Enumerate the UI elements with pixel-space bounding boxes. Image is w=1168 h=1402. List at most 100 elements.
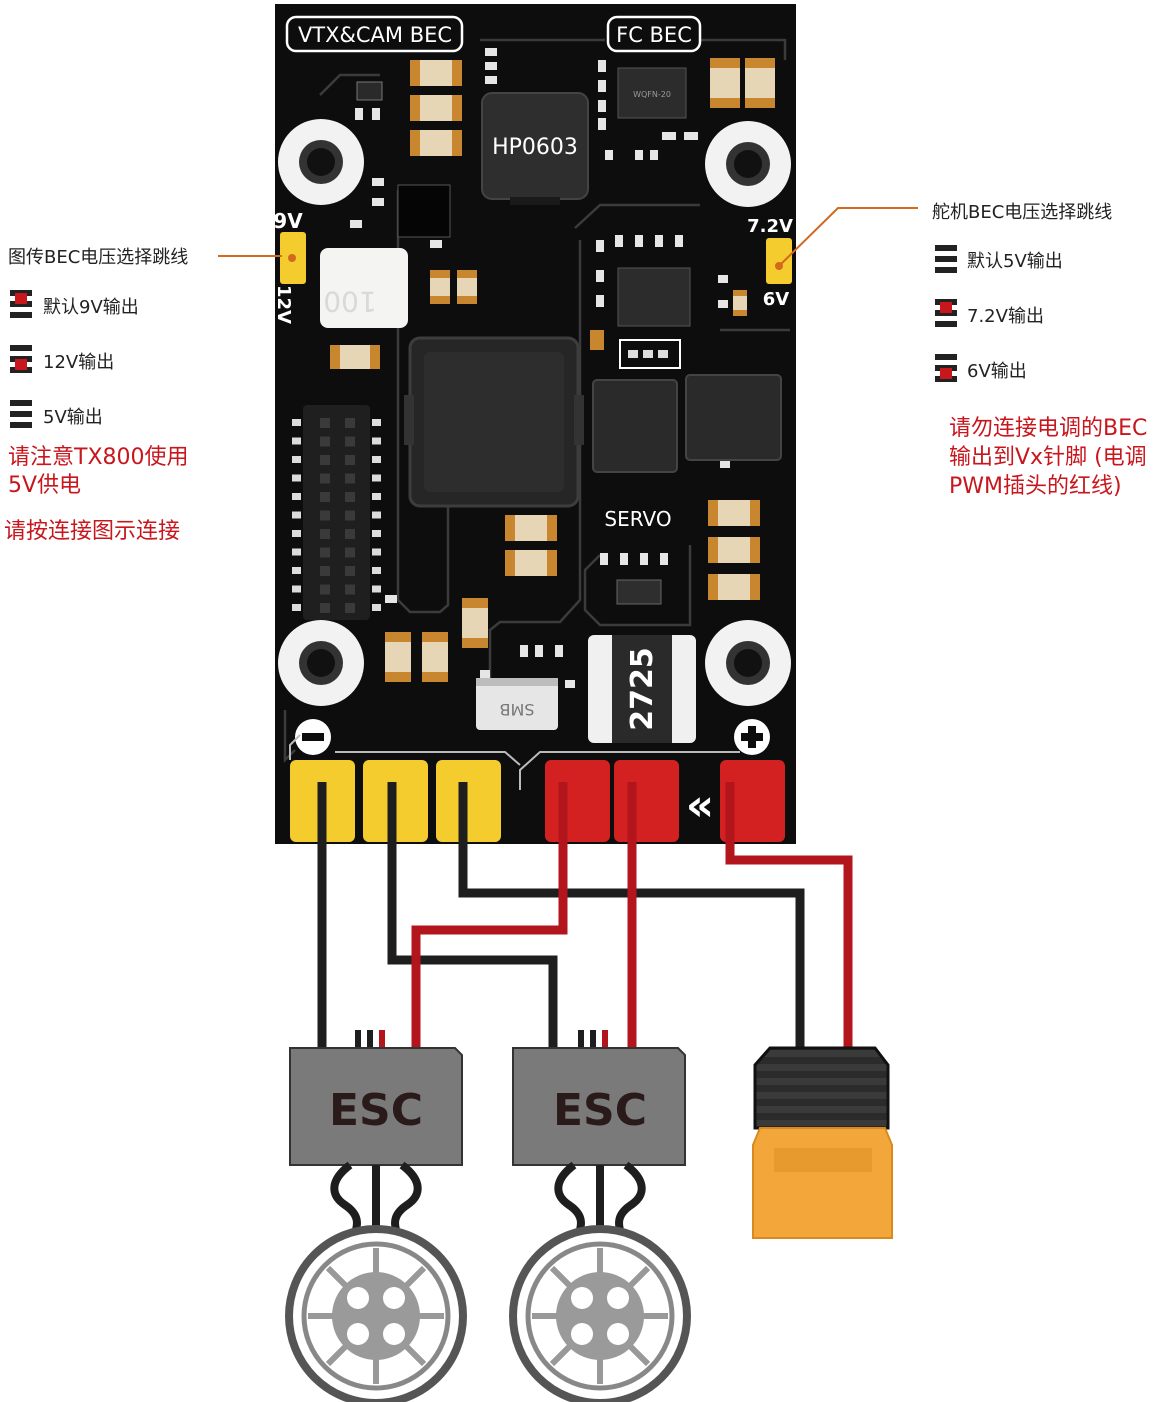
header-pad: [292, 474, 301, 482]
header-pin: [345, 529, 355, 539]
resistors: [350, 48, 730, 688]
header-pin: [320, 418, 330, 428]
diode-label: SMB: [500, 700, 535, 719]
hp0603-inductor: HP0603: [481, 92, 589, 205]
motor-2: [509, 1225, 691, 1402]
mosfet-2: [685, 374, 782, 461]
mounting-hole-tl: [278, 119, 364, 205]
right-note-3: PWM插头的红线): [949, 474, 1122, 499]
esc-2: ESC: [512, 1047, 686, 1166]
header-pad: [372, 474, 381, 482]
header-pin: [320, 436, 330, 447]
header-pad: [372, 530, 381, 537]
wire-ends: [317, 782, 735, 845]
wire-pos-1: [411, 790, 568, 1050]
servo-jumper-pad: 7.2V 6V: [747, 216, 793, 310]
header-pin: [345, 473, 355, 484]
smb-diode: SMB: [476, 678, 558, 730]
wire-neg-2: [387, 790, 558, 1050]
header-pad: [372, 511, 381, 519]
header-pad: [292, 511, 301, 519]
header-pin: [345, 584, 355, 595]
left-note-3: 请按连接图示连接: [4, 519, 181, 544]
wqfn-chip: WQFN-20: [617, 67, 687, 119]
esc-2-label: ESC: [553, 1085, 647, 1136]
header-pin: [345, 418, 355, 428]
right-leader-line: [778, 207, 918, 267]
jumper-top-bridged-icon: [935, 299, 957, 327]
header-pin: [320, 566, 330, 576]
header-pad: [372, 493, 381, 500]
esc-1: ESC: [289, 1047, 463, 1166]
header-pad: [292, 456, 301, 463]
left-legend-title: 图传BEC电压选择跳线: [8, 247, 189, 268]
pad-6v-label: 6V: [763, 289, 790, 310]
mounting-hole-br: [705, 620, 791, 706]
header-pad: [372, 419, 381, 426]
jumper-bottom-bridged-icon: [935, 354, 957, 382]
mosfet-1: [592, 379, 678, 473]
header-pin: [320, 455, 330, 465]
header-pin: [345, 492, 355, 502]
header-pin: [320, 473, 330, 484]
header-pad: [372, 456, 381, 463]
header-pin: [320, 547, 330, 558]
pad-72v-label: 7.2V: [747, 216, 793, 237]
header-pad: [292, 604, 301, 611]
left-note-1: 请注意TX800使用: [8, 445, 189, 470]
right-note-2: 输出到Vx针脚 (电调: [949, 445, 1147, 470]
right-note-1: 请勿连接电调的BEC: [949, 416, 1148, 441]
main-inductor: [404, 336, 584, 508]
header-pin: [345, 436, 355, 447]
inductor2-label: 100: [323, 285, 376, 318]
header-pin: [345, 603, 355, 613]
right-legend-item-3: 6V输出: [967, 361, 1027, 382]
header-pad: [372, 604, 381, 611]
mounting-hole-tr: [705, 121, 791, 207]
header-pad: [372, 567, 381, 574]
jumper-open-icon: [935, 245, 957, 273]
servo-label: SERVO: [604, 507, 671, 531]
header-pin: [320, 584, 330, 595]
header-pin: [345, 566, 355, 576]
pad-9v-label: 9V: [273, 209, 303, 233]
xt60-connector: [752, 1046, 893, 1239]
header-pad: [372, 437, 381, 445]
header-pad: [292, 567, 301, 574]
jumper-open-icon: [10, 400, 32, 428]
header-pad: [292, 493, 301, 500]
header-pin: [345, 547, 355, 558]
header-pin: [320, 603, 330, 613]
right-legend-item-1: 默认5V输出: [967, 251, 1063, 272]
header-pad: [292, 437, 301, 445]
pin-header: [303, 405, 370, 620]
left-legend-item-3: 5V输出: [43, 407, 103, 428]
header-pin: [320, 529, 330, 539]
left-legend-item-2: 12V输出: [43, 352, 115, 373]
minus-icon: [295, 719, 331, 755]
fc-bec-chip: [617, 267, 691, 327]
right-legend-title: 舵机BEC电压选择跳线: [932, 202, 1113, 223]
arrow-icon: «: [686, 780, 714, 831]
pos-power-pads: «: [545, 760, 785, 842]
header-pin: [320, 510, 330, 521]
left-note-2: 5V供电: [8, 473, 82, 498]
pad-12v-label: 12V: [273, 285, 294, 324]
esc-1-label: ESC: [329, 1085, 423, 1136]
wqfn-label: WQFN-20: [633, 90, 671, 99]
header-pad: [292, 530, 301, 537]
pcb-board: VTX&CAM BEC FC BEC: [273, 4, 796, 844]
jumper-top-bridged-icon: [10, 290, 32, 318]
header-pin: [345, 455, 355, 465]
vtx-bec-label: VTX&CAM BEC: [298, 23, 452, 47]
header-pad: [292, 585, 301, 593]
white-inductor: 100: [320, 248, 408, 328]
vtx-jumper-pad: 9V 12V: [273, 209, 306, 324]
header-pad: [292, 419, 301, 426]
shunt-label: 2725: [625, 647, 660, 731]
motor-1: [285, 1225, 467, 1402]
header-pad: [372, 585, 381, 593]
capacitors: [330, 58, 775, 682]
mounting-hole-bl: [278, 620, 364, 706]
